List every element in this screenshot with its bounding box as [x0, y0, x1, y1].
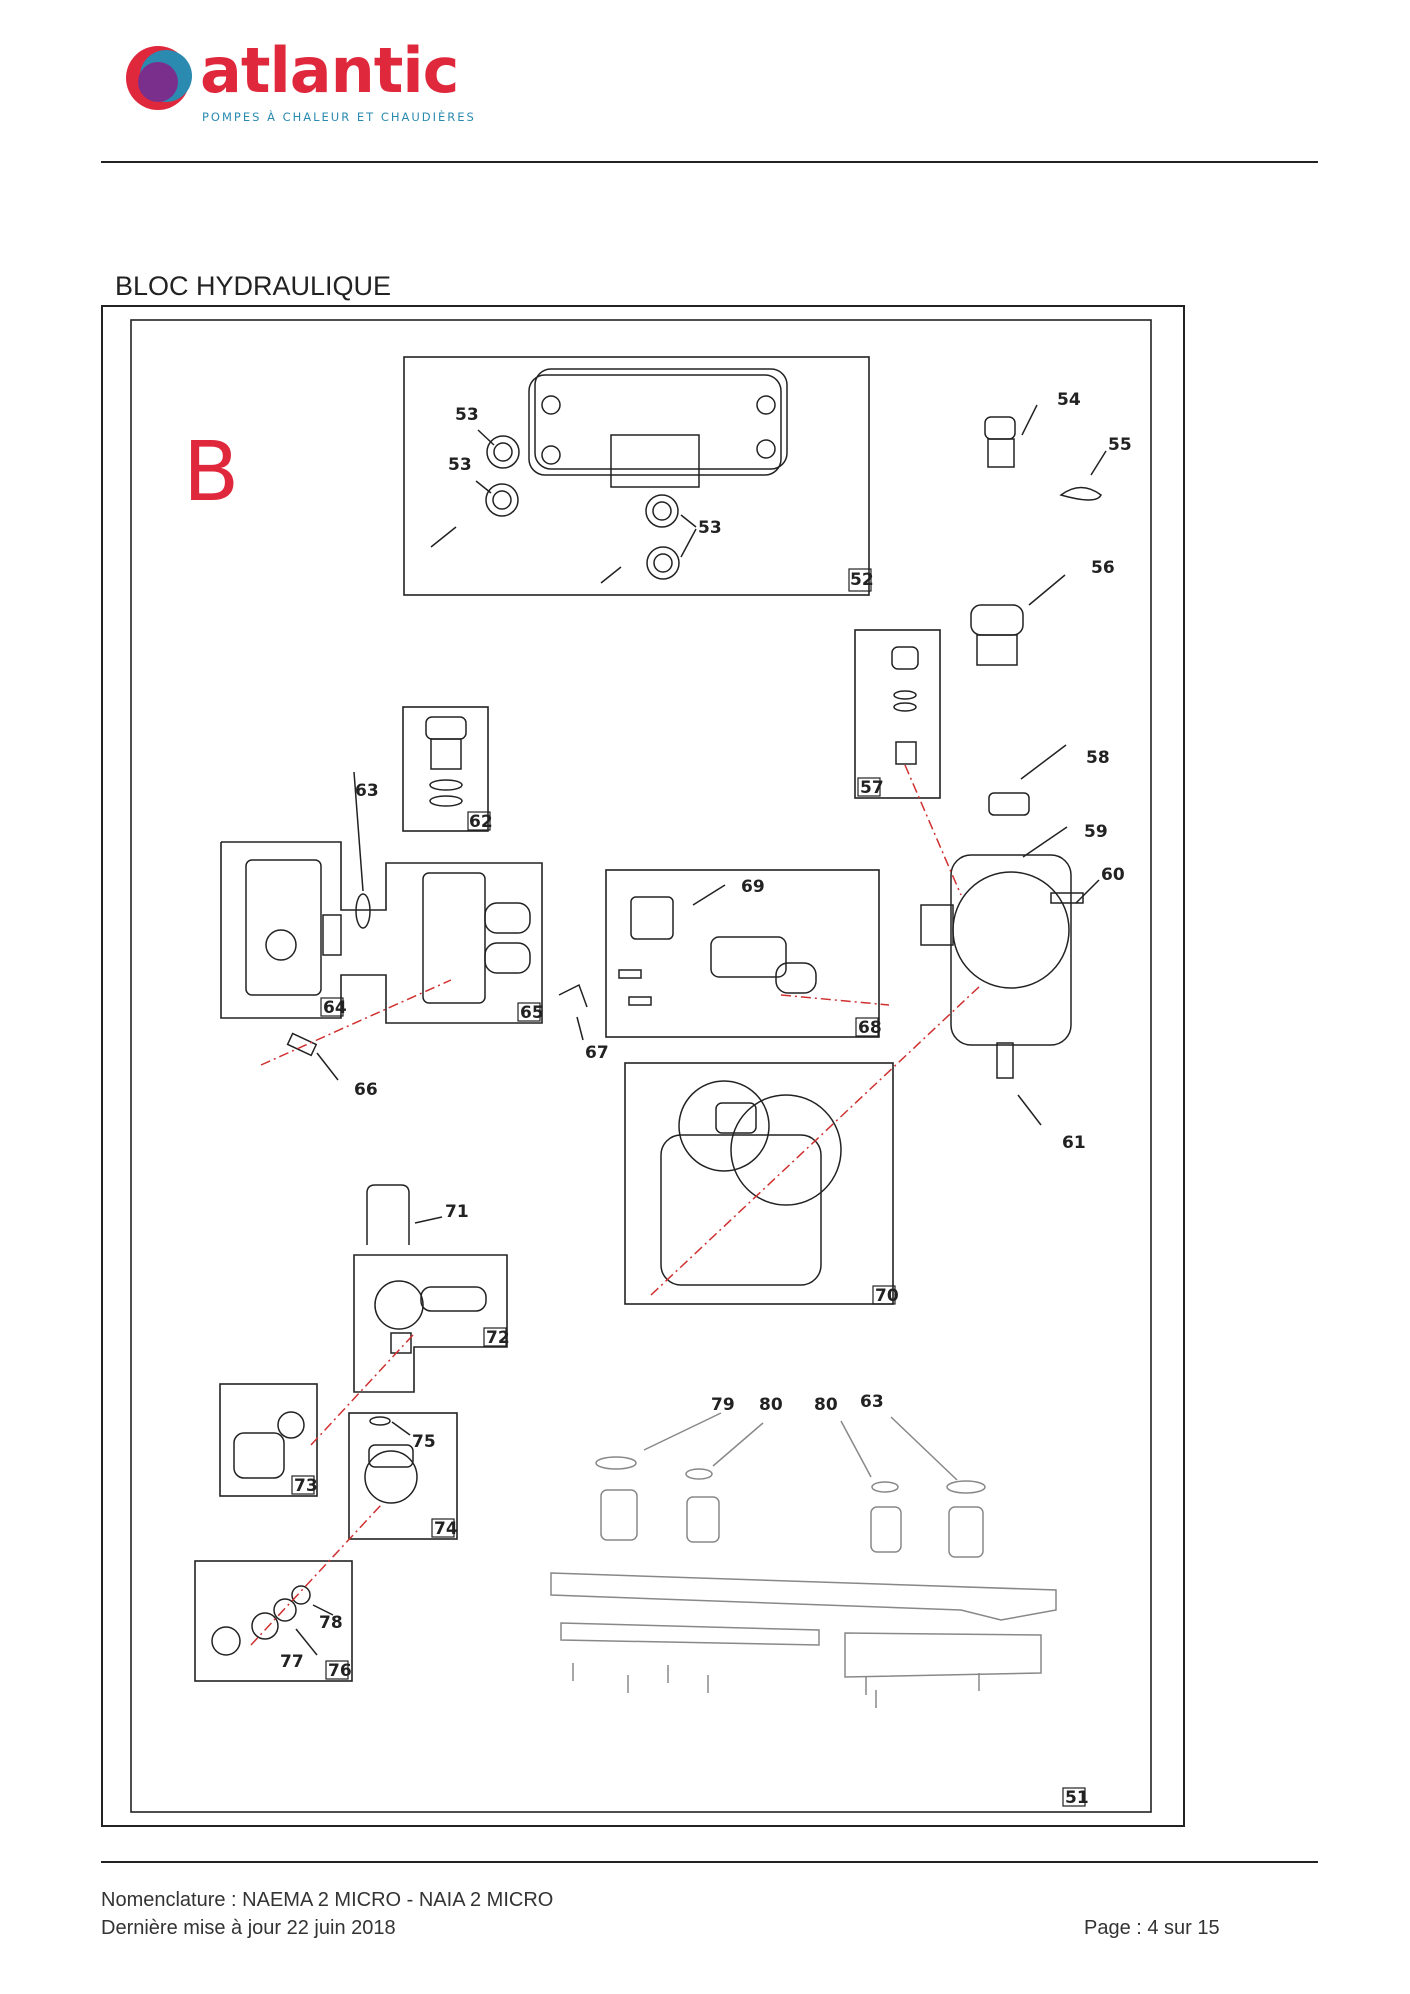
part-label-76: 76: [328, 1661, 352, 1681]
part-label-61: 61: [1062, 1133, 1086, 1153]
plate-heat-exchanger-drawing: [430, 368, 788, 584]
part-label-62: 62: [469, 812, 493, 832]
part-label-80: 80: [759, 1395, 783, 1415]
part-label-67: 67: [585, 1043, 609, 1063]
part-label-59: 59: [1084, 822, 1108, 842]
logo-mark-icon: [126, 46, 192, 110]
part-label-60: 60: [1101, 865, 1125, 885]
header-divider: [101, 161, 1318, 163]
part-label-63: 63: [860, 1392, 884, 1412]
base-plate-drawing: [550, 1412, 1057, 1708]
part-label-52: 52: [850, 570, 874, 590]
part-labels: 51 52 53 53 53 54 55 56 57 58 59 60 61 6…: [280, 390, 1132, 1808]
group-letter: B: [183, 425, 239, 520]
part-label-53: 53: [698, 518, 722, 538]
part-label-51: 51: [1065, 1788, 1089, 1808]
part-label-55: 55: [1108, 435, 1132, 455]
part-label-79: 79: [711, 1395, 735, 1415]
alignment-lines: [250, 764, 982, 1646]
lower-fittings-drawing: [211, 1184, 487, 1656]
part-label-53: 53: [455, 405, 479, 425]
footer-updated-date: Dernière mise à jour 22 juin 2018: [101, 1917, 396, 1939]
part-label-77: 77: [280, 1652, 304, 1672]
part-label-58: 58: [1086, 748, 1110, 768]
part-label-64: 64: [323, 998, 347, 1018]
section-title: BLOC HYDRAULIQUE: [115, 271, 392, 301]
part-label-73: 73: [294, 1476, 318, 1496]
exploded-parts-diagram: B: [101, 305, 1185, 1827]
footer-divider: [101, 1861, 1318, 1863]
part-label-65: 65: [520, 1003, 544, 1023]
part-label-63: 63: [355, 781, 379, 801]
part-label-72: 72: [486, 1328, 510, 1348]
part-label-75: 75: [412, 1432, 436, 1452]
part-label-74: 74: [434, 1519, 458, 1539]
brand-logo: atlantic POMPES À CHALEUR ET CHAUDIÈRES: [112, 36, 492, 131]
brand-name: atlantic: [200, 34, 459, 107]
part-label-78: 78: [319, 1613, 343, 1633]
part-label-54: 54: [1057, 390, 1081, 410]
part-label-66: 66: [354, 1080, 378, 1100]
part-label-69: 69: [741, 877, 765, 897]
right-parts-drawing: [891, 404, 1107, 1126]
footer-nomenclature: Nomenclature : NAEMA 2 MICRO - NAIA 2 MI…: [101, 1889, 554, 1911]
part-label-56: 56: [1091, 558, 1115, 578]
part-label-80: 80: [814, 1395, 838, 1415]
part-label-68: 68: [858, 1018, 882, 1038]
part-label-70: 70: [875, 1286, 899, 1306]
part-label-57: 57: [860, 778, 884, 798]
part-label-71: 71: [445, 1202, 469, 1222]
part-label-53: 53: [448, 455, 472, 475]
footer-page-number: Page : 4 sur 15: [1084, 1917, 1220, 1939]
valve-assembly-drawing: [245, 716, 842, 1286]
brand-tagline: POMPES À CHALEUR ET CHAUDIÈRES: [202, 110, 476, 124]
